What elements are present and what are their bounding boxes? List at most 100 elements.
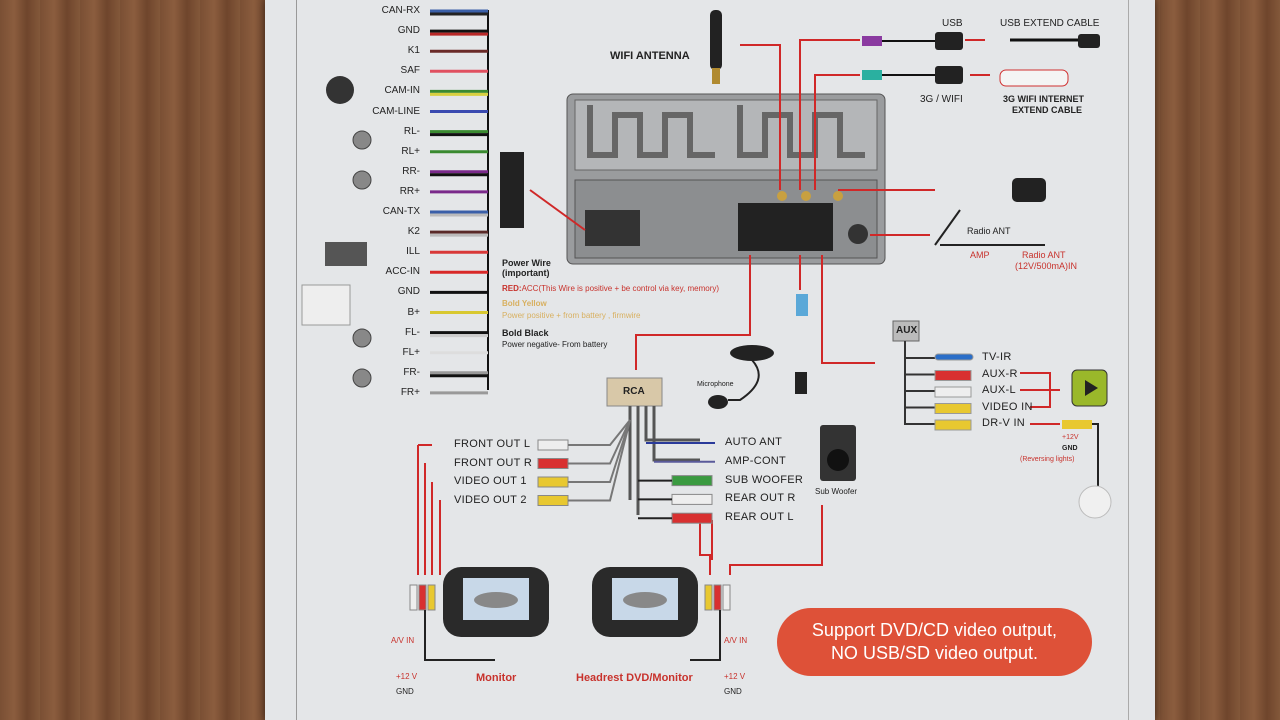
power-wire-title: Power Wire [502, 258, 551, 268]
wire-label: RL- [403, 125, 420, 137]
radio-ant-in-label: Radio ANT [1022, 250, 1066, 260]
rca-output-label: VIDEO OUT 2 [454, 493, 527, 506]
aux-plug [934, 386, 972, 398]
rca-output-label: AMP-CONT [725, 454, 787, 467]
red-label: RED: [502, 284, 522, 293]
aux-input-label: AUX-R [982, 367, 1018, 380]
wire-label: GND [397, 25, 420, 37]
rca-title: RCA [623, 386, 645, 397]
fold-line [296, 0, 297, 720]
radio-ant-in-spec: (12V/500mA)IN [1015, 261, 1078, 271]
rca-box [606, 377, 663, 407]
usb-port-connector [862, 36, 882, 46]
rca-plug [537, 439, 569, 451]
monitor-av-plug [713, 584, 722, 611]
wire-label: K1 [407, 45, 420, 57]
fold-line [1128, 0, 1129, 720]
headrest-monitor-label: Headrest DVD/Monitor [576, 672, 693, 684]
monitor-av-plug [722, 584, 731, 611]
radio-ant-label: Radio ANT [967, 226, 1011, 236]
monitor-av-plug [418, 584, 427, 611]
rca-plug [537, 458, 569, 469]
gps-antenna-icon [1012, 178, 1046, 202]
monitor-label: Monitor [476, 672, 517, 684]
aux-input-label: VIDEO IN [982, 400, 1033, 413]
wire-label: CAM-IN [384, 85, 420, 97]
wifi-antenna-label: WIFI ANTENNA [610, 50, 690, 62]
gnd-label: GND [1062, 445, 1078, 452]
reversing-lights-label: (Reversing lights) [1020, 456, 1075, 463]
video-output-banner: Support DVD/CD video output, NO USB/SD v… [777, 608, 1092, 676]
monitor-av-plug [427, 584, 436, 611]
rca-plug [537, 476, 569, 488]
wire-label: FL+ [402, 346, 420, 358]
aux-input-label: TV-IR [982, 351, 1012, 363]
red-note: ACC(This Wire is positive + be control v… [521, 284, 720, 293]
reverse-camera-icon [1078, 485, 1112, 519]
wire-label: FR- [403, 366, 420, 378]
usb-extend-label: USB EXTEND CABLE [1000, 18, 1100, 29]
yellow-title: Bold Yellow [502, 299, 547, 308]
aux-title: AUX [896, 325, 918, 336]
monitor-av-plug [409, 584, 418, 611]
3g-wifi-label: 3G / WIFI [920, 94, 963, 105]
plus12v-right: +12 V [724, 672, 746, 681]
aux-plug [934, 403, 972, 414]
wire-label: RR+ [399, 185, 420, 197]
av-in-left: A/V IN [391, 636, 415, 645]
banner-line-1: Support DVD/CD video output, [811, 620, 1058, 640]
rca-plug [537, 495, 569, 506]
wire-label: RR- [402, 165, 420, 177]
rca-output-label: REAR OUT L [725, 511, 794, 524]
amp-label: AMP [970, 250, 990, 260]
rca-output-label: REAR OUT R [725, 492, 796, 505]
steering-wheel-icon [326, 76, 354, 104]
plus12v-left: +12 V [396, 672, 418, 681]
harness-connector [500, 152, 524, 228]
gnd-right: GND [724, 687, 742, 696]
wire-label: CAN-RX [381, 5, 420, 16]
aux-input-label: AUX-L [982, 384, 1016, 396]
rca-plug [671, 512, 713, 524]
rca-output-label: VIDEO OUT 1 [454, 475, 527, 487]
head-unit [566, 93, 886, 265]
yellow-note: Power positive + from battery , firmwire [502, 311, 641, 320]
rca-plug [671, 475, 713, 487]
rca-plug [671, 493, 713, 505]
black-title: Bold Black [502, 328, 549, 338]
speaker-icons [352, 130, 372, 388]
microphone-label: Microphone [697, 381, 734, 388]
usb-label: USB [942, 18, 963, 29]
connection-arrows [417, 39, 1060, 575]
wire-label: ACC-IN [385, 266, 420, 278]
gnd-left: GND [396, 687, 414, 696]
black-note: Power negative- From battery [502, 340, 608, 349]
subwoofer-label: Sub Woofer [815, 487, 858, 496]
aux-plug [934, 353, 974, 361]
wire-label: ILL [406, 246, 420, 258]
radio-antenna-icon [934, 209, 1045, 246]
usb-socket-icon [935, 32, 963, 50]
microphone-icon [708, 345, 774, 409]
wire-label: RL+ [401, 145, 420, 157]
rca-output-label: SUB WOOFER [725, 473, 804, 486]
wire-label: CAM-LINE [372, 105, 420, 117]
3g-port-connector [862, 70, 882, 80]
light-switch-icon [325, 242, 367, 266]
wire-label: FL- [405, 326, 420, 338]
wire-label: FR+ [400, 386, 420, 398]
monitor-right-icon [592, 567, 698, 637]
wire-label: CAN-TX [382, 206, 420, 217]
rca-output-label: FRONT OUT L [454, 438, 531, 450]
rca-output-label: AUTO ANT [725, 436, 783, 448]
wire-label: SAF [400, 65, 420, 77]
monitor-left-icon [443, 567, 549, 637]
aux-plug [934, 370, 972, 381]
power-wire-subtitle: (important) [502, 268, 550, 278]
subwoofer-icon [820, 425, 856, 481]
aux-plug [934, 419, 972, 431]
plus12v-label: +12V [1062, 434, 1079, 441]
wire-label: GND [397, 286, 420, 298]
camera-plug [1062, 420, 1092, 429]
